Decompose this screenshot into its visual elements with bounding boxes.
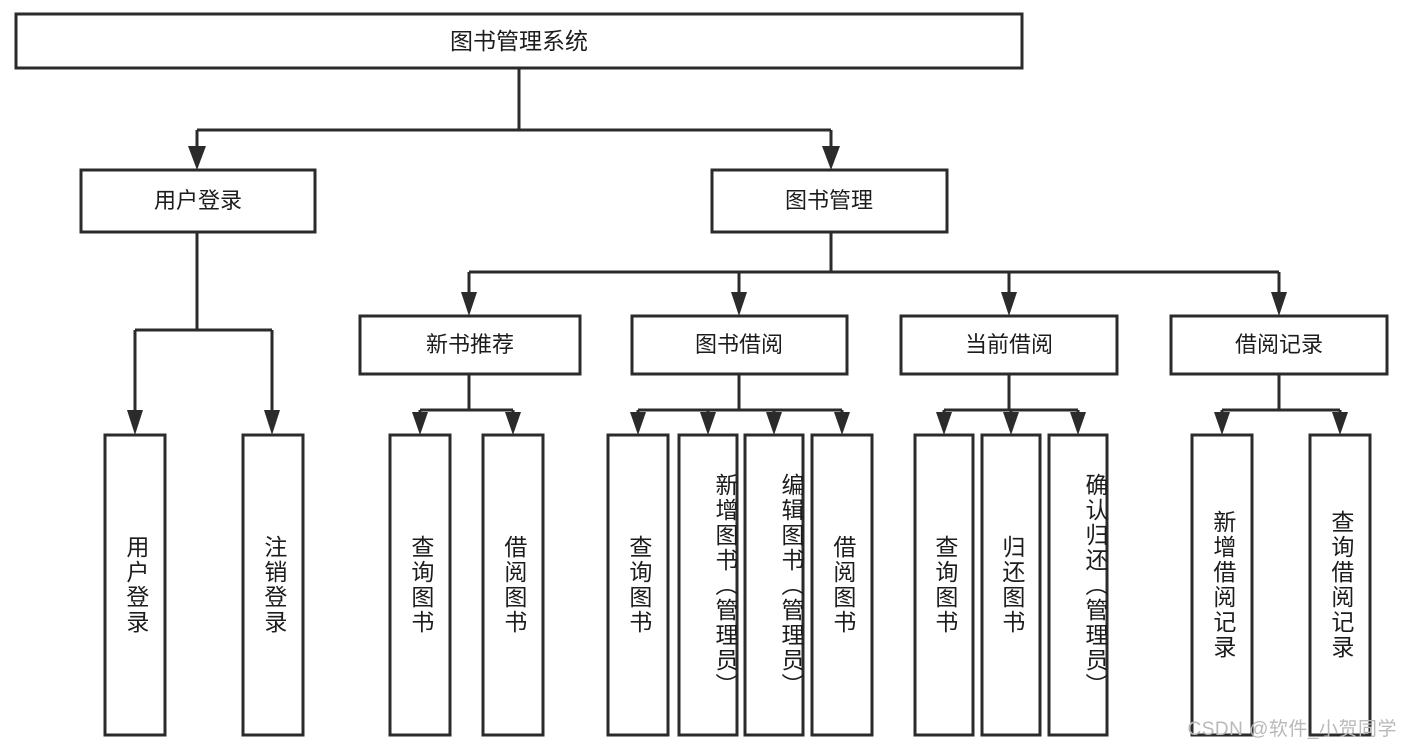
node-current-borrow-box[interactable] bbox=[899, 314, 1119, 376]
leaf-borrow-book-a-box[interactable] bbox=[481, 433, 545, 737]
leaf-query-book-c-box[interactable] bbox=[913, 433, 975, 737]
arrowhead-leaf-add-book bbox=[700, 412, 716, 435]
arrowhead-new-book bbox=[461, 292, 477, 316]
leaf-user-login-box[interactable] bbox=[103, 433, 167, 737]
node-new-book-box[interactable] bbox=[358, 314, 582, 376]
arrowhead-leaf-borrow-book-b bbox=[834, 412, 850, 435]
node-book-mgmt-label: 图书管理 bbox=[785, 188, 873, 213]
leaf-add-book-box[interactable] bbox=[677, 433, 739, 737]
leaf-edit-book-box[interactable] bbox=[743, 433, 805, 737]
node-current-borrow-label: 当前借阅 bbox=[965, 332, 1053, 357]
arrowhead-book-borrow bbox=[731, 292, 747, 316]
leaf-query-book-a-box[interactable] bbox=[388, 433, 452, 737]
node-new-book-label: 新书推荐 bbox=[426, 332, 514, 357]
node-book-borrow-box[interactable] bbox=[630, 314, 849, 376]
arrowhead-leaf-confirm-return bbox=[1070, 412, 1086, 435]
leaf-add-record-box[interactable] bbox=[1190, 433, 1254, 737]
leaf-borrow-book-b-box[interactable] bbox=[810, 433, 874, 737]
arrowhead-borrow-record bbox=[1271, 292, 1287, 316]
arrowhead-leaf-borrow-book-a bbox=[505, 412, 521, 435]
node-user-login-box[interactable] bbox=[79, 168, 317, 234]
arrowhead-user-login bbox=[188, 146, 206, 170]
node-user-login-label: 用户登录 bbox=[154, 188, 242, 213]
node-book-borrow-label: 图书借阅 bbox=[695, 332, 783, 357]
arrowhead-leaf-logout bbox=[264, 410, 280, 435]
leaf-query-record-box[interactable] bbox=[1308, 433, 1372, 737]
csdn-watermark: CSDN @软件_小贺同学 bbox=[1187, 719, 1397, 740]
arrowhead-leaf-edit-book bbox=[766, 412, 782, 435]
arrowhead-leaf-return-book bbox=[1003, 412, 1019, 435]
node-book-mgmt-box[interactable] bbox=[710, 168, 949, 234]
node-borrow-record-label: 借阅记录 bbox=[1235, 332, 1323, 357]
arrowhead-book-mgmt bbox=[822, 146, 840, 170]
arrowhead-current-borrow bbox=[1001, 292, 1017, 316]
arrowhead-leaf-add-record bbox=[1214, 412, 1230, 435]
arrowhead-leaf-query-book-a bbox=[412, 412, 428, 435]
leaf-confirm-return-box[interactable] bbox=[1047, 433, 1109, 737]
arrowhead-leaf-query-book-c bbox=[936, 412, 952, 435]
leaf-query-book-b-box[interactable] bbox=[606, 433, 670, 737]
leaf-return-book-box[interactable] bbox=[980, 433, 1042, 737]
arrowhead-leaf-query-book-b bbox=[630, 412, 646, 435]
node-root-label: 图书管理系统 bbox=[450, 28, 588, 54]
arrowhead-leaf-user-login bbox=[127, 410, 143, 435]
leaf-logout-box[interactable] bbox=[241, 433, 305, 737]
node-borrow-record-box[interactable] bbox=[1169, 314, 1389, 376]
node-root-box[interactable] bbox=[14, 12, 1024, 70]
arrowhead-leaf-query-record bbox=[1332, 412, 1348, 435]
